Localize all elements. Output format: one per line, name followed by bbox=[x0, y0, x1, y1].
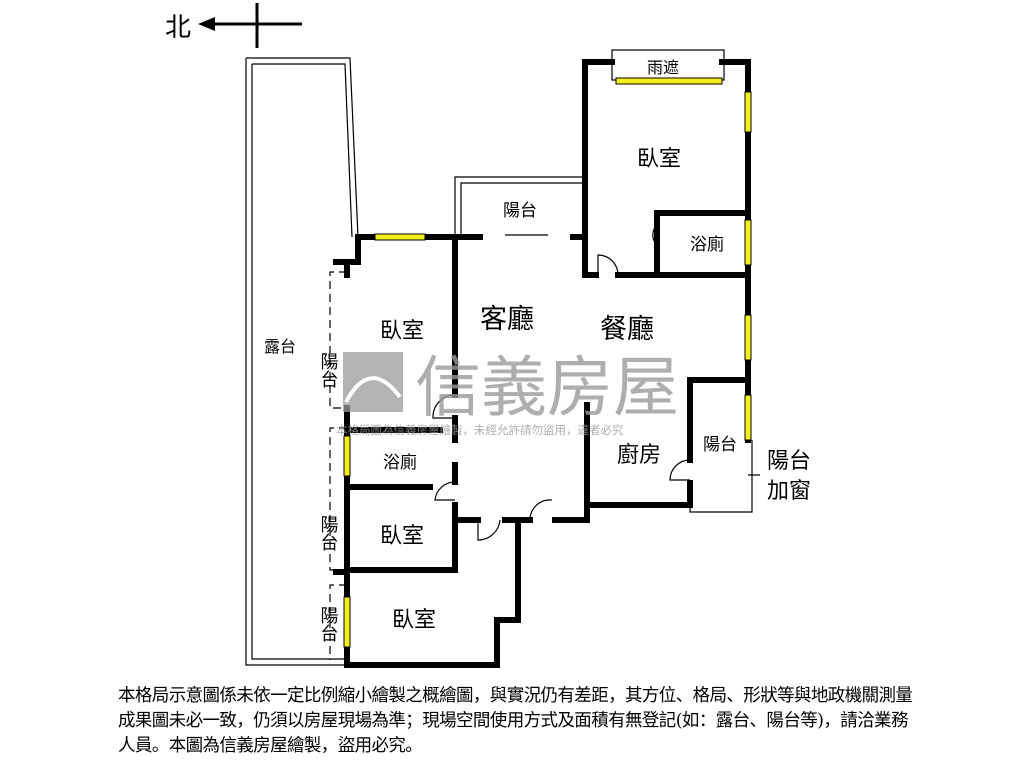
label-kitchen: 廚房 bbox=[617, 443, 661, 468]
label-dining: 餐廳 bbox=[600, 314, 654, 345]
balcony-kitchen-outline bbox=[689, 440, 760, 513]
disclaimer-text: 本格局示意圖係未依一定比例縮小繪製之概繪圖，與實況仍有差距，其方位、格局、形狀等… bbox=[118, 686, 913, 756]
balcony-top-outline bbox=[454, 176, 585, 237]
label-balcony-kitchen: 陽台 bbox=[703, 435, 737, 455]
label-living: 客廳 bbox=[480, 304, 534, 335]
label-balcony-left2: 陽台 bbox=[318, 515, 339, 551]
label-balcony-window-2: 加窗 bbox=[767, 479, 811, 504]
label-balcony-top: 陽台 bbox=[503, 201, 537, 221]
label-bedroom-bottom: 臥室 bbox=[392, 608, 436, 633]
label-canopy: 雨遮 bbox=[647, 58, 679, 77]
watermark-notice: 本格局圖為信義房屋繪製，未經允許請勿盜用，違者必究 bbox=[336, 423, 624, 437]
windows bbox=[343, 77, 752, 648]
north-arrow-icon bbox=[198, 3, 302, 48]
label-balcony-left3: 陽台 bbox=[318, 606, 339, 642]
label-bedroom-mid: 臥室 bbox=[380, 524, 424, 549]
label-balcony-left1: 陽台 bbox=[318, 352, 339, 388]
label-bath-top: 浴廁 bbox=[690, 234, 724, 255]
label-bedroom-top: 臥室 bbox=[637, 147, 681, 172]
label-bedroom-left: 臥室 bbox=[380, 319, 424, 344]
label-terrace: 露台 bbox=[264, 337, 296, 356]
terrace-outline bbox=[245, 57, 359, 666]
label-bath-left: 浴廁 bbox=[383, 452, 417, 473]
brand-logo bbox=[343, 352, 403, 412]
door-icons bbox=[432, 224, 691, 541]
label-balcony-window-1: 陽台 bbox=[767, 449, 811, 474]
watermark-brand: 信義房屋 bbox=[415, 349, 679, 426]
balcony-left-outline bbox=[329, 271, 347, 660]
compass-label: 北 bbox=[165, 13, 191, 43]
